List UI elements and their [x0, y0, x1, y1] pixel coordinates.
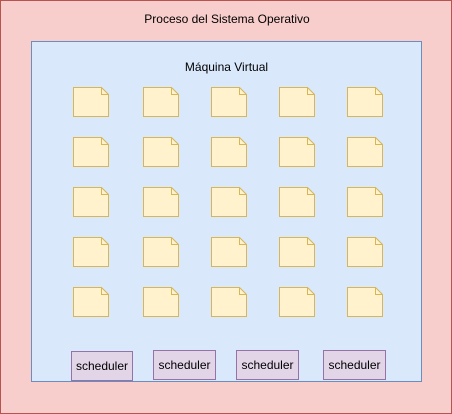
scheduler-box: scheduler [323, 350, 386, 380]
process-note-icon [211, 137, 247, 167]
process-note-icon [279, 187, 315, 217]
process-note-icon [211, 87, 247, 117]
process-note-icon [279, 287, 315, 317]
process-note-icon [211, 287, 247, 317]
process-note-icon [347, 187, 383, 217]
process-note-icon [73, 287, 109, 317]
process-note-grid [32, 42, 421, 381]
virtual-machine-container: Máquina Virtual scheduler scheduler sche… [31, 41, 422, 382]
process-note-icon [279, 137, 315, 167]
virtual-machine-title: Máquina Virtual [184, 60, 269, 74]
process-note-icon [347, 137, 383, 167]
process-note-icon [347, 287, 383, 317]
process-note-icon [143, 237, 179, 267]
process-note-icon [143, 87, 179, 117]
process-note-icon [143, 187, 179, 217]
process-note-icon [73, 237, 109, 267]
process-note-icon [73, 137, 109, 167]
process-note-icon [279, 87, 315, 117]
process-note-icon [347, 87, 383, 117]
scheduler-box: scheduler [236, 350, 299, 380]
scheduler-box: scheduler [153, 350, 216, 380]
process-note-icon [73, 187, 109, 217]
process-note-icon [143, 287, 179, 317]
os-process-title: Proceso del Sistema Operativo [144, 12, 310, 26]
process-note-icon [279, 237, 315, 267]
process-note-icon [211, 237, 247, 267]
process-note-icon [73, 87, 109, 117]
scheduler-box: scheduler [71, 351, 133, 381]
process-note-icon [347, 237, 383, 267]
process-note-icon [211, 187, 247, 217]
process-note-icon [143, 137, 179, 167]
